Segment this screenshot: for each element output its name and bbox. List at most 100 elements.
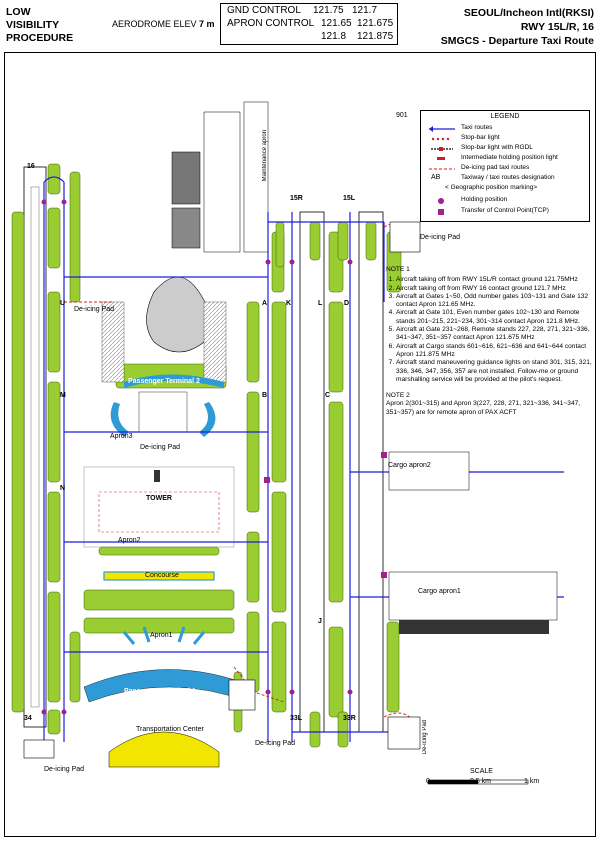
terminal-1-building	[83, 626, 255, 768]
legend-intermediate-holding: Intermediate holding position light	[461, 154, 558, 161]
deicing-pads	[23, 221, 421, 759]
legend-stop-bar-light: Stop-bar light	[461, 134, 500, 141]
runway-16-label: 16	[27, 163, 35, 170]
deicing-routes	[64, 222, 415, 742]
note-2-text: Apron 2(301~315) and Apron 3(227, 228, 2…	[386, 400, 581, 416]
aerodrome-elevation: AERODROME ELEV 7 m	[112, 19, 215, 29]
twy-j-label: J	[318, 618, 322, 625]
note-1-item: Aircraft taking off from RWY 16 contact …	[396, 285, 596, 293]
taxi-routes	[43, 176, 564, 742]
designation-symbol: AB	[431, 174, 441, 181]
note-1-item: Aircraft stand maneuvering guidance ligh…	[396, 359, 596, 384]
note-1-item: Aircraft at Gates 1~50, Odd number gates…	[396, 293, 596, 310]
passenger-terminal-1-label: Passenger Terminal 1	[124, 688, 196, 695]
holding-position-symbol	[438, 198, 444, 204]
gnd-control-label: GND CONTROL	[227, 5, 301, 16]
apron2-label: Apron2	[118, 537, 141, 544]
deicing-route-symbol	[429, 168, 455, 170]
runway-34-label: 34	[24, 715, 32, 722]
elevation-label: AERODROME ELEV	[112, 19, 197, 29]
scale-title: SCALE	[470, 768, 493, 775]
runway-15r-label: 15R	[290, 195, 303, 202]
apron-freq-3: 121.8	[321, 31, 347, 42]
note-1: NOTE 1 Aircraft taking off from RWY 15L/…	[386, 266, 596, 384]
legend-holding-position: Holding position	[461, 196, 508, 203]
twy-k-label: K	[286, 300, 292, 307]
deicing-pad-label-apron3: De-icing Pad	[140, 444, 181, 451]
apron3-label: Apron3	[110, 433, 133, 440]
deicing-pad-label-sw: De-icing Pad	[44, 766, 85, 773]
chart-frame	[4, 52, 596, 837]
note-1-item: Aircraft at Cargo stands 601~616, 621~63…	[396, 343, 596, 360]
scale-bar	[427, 779, 529, 785]
transportation-center-label: Transportation Center	[136, 726, 204, 733]
scale-tick-half: 0.5 km	[470, 778, 492, 785]
apron-2-area	[83, 466, 235, 548]
note-1-item: Aircraft at Gate 101, Even number gates …	[396, 309, 596, 326]
apron1-label: Apron1	[150, 632, 173, 639]
gnd-freq-1: 121.75	[313, 5, 344, 16]
procedure-line-1: LOW	[6, 6, 31, 18]
note-2-title: NOTE 2	[386, 392, 410, 399]
legend-stop-bar-rgdl: Stop-bar light with RGDL	[461, 144, 533, 151]
maintenance-apron	[171, 101, 269, 253]
intermediate-holding-symbol	[437, 157, 445, 160]
chart-header: SEOUL/Incheon Intl(RKSI) RWY 15L/R, 16 S…	[441, 6, 594, 48]
runway-15l-label: 15L	[343, 195, 356, 202]
twy-d-label: D	[344, 300, 350, 307]
twy-a-label: A	[262, 300, 268, 307]
twy-n-label: N	[60, 485, 66, 492]
twy-l-label: L	[318, 300, 323, 307]
legend-taxi-routes: Taxi routes	[461, 124, 493, 131]
runway-designation: RWY 15L/R, 16	[520, 21, 594, 33]
twy-b-label: B	[262, 392, 268, 399]
concourse-label: Concourse	[145, 572, 179, 579]
airport-map	[11, 101, 564, 785]
airport-name: SEOUL/Incheon Intl(RKSI)	[463, 7, 594, 19]
tcp-symbol	[438, 209, 444, 215]
terminal-2-building	[101, 276, 227, 437]
maintenance-apron-label: Maintenance apron	[262, 130, 268, 182]
grass-areas	[11, 163, 402, 748]
twy-c-label: C	[325, 392, 331, 399]
stop-bar-rgdl-symbol	[431, 147, 453, 151]
note-1-list: Aircraft taking off from RWY 15L/R conta…	[386, 276, 596, 384]
legend-geographic-marking: < Geographic position marking>	[445, 184, 538, 191]
gnd-freq-2: 121.7	[352, 5, 378, 16]
note-1-item: Aircraft at Gate 231~268, Remote stands …	[396, 326, 596, 343]
legend: LEGEND Taxi routes Stop-bar light Stop-b…	[420, 110, 590, 222]
frequency-box: GND CONTROL 121.75 121.7 APRON CONTROL 1…	[220, 3, 398, 45]
chart-title: SMGCS - Departure Taxi Route	[440, 35, 594, 47]
scale-tick-1: 1 km	[524, 778, 540, 785]
cargo-apron1-label: Cargo apron1	[418, 588, 461, 595]
twy-m-label: M	[60, 392, 66, 399]
legend-deicing-routes: De-icing pad taxi routes	[461, 164, 530, 171]
twy-u-label: U	[60, 300, 66, 307]
apron-freq-4: 121.875	[357, 31, 394, 42]
note-1-item: Aircraft taking off from RWY 15L/R conta…	[396, 276, 596, 284]
legend-tcp: Transfer of Control Point(TCP)	[461, 207, 549, 214]
runway-15r-33l	[299, 211, 325, 733]
runway-16	[23, 166, 47, 728]
passenger-terminal-2-label: Passenger Terminal 2	[128, 378, 200, 385]
elevation-value: 7 m	[199, 19, 215, 29]
procedure-line-2: VISIBILITY	[6, 19, 60, 31]
tcp-markers	[264, 452, 387, 578]
legend-taxiway-designation: Taxiway / taxi routes designation	[461, 174, 555, 181]
procedure-title: LOW VISIBILITY PROCEDURE	[6, 6, 73, 45]
deicing-pad-label-se: De-icing Pad	[422, 720, 428, 755]
scale-tick-0: 0	[426, 778, 430, 785]
stop-bar-light-symbol	[431, 137, 450, 141]
deicing-pad-label-ne: De-icing Pad	[420, 234, 461, 241]
tower-label: TOWER	[146, 495, 172, 502]
deicing-pad-label-t2: De-icing Pad	[74, 306, 115, 313]
procedure-line-3: PROCEDURE	[6, 32, 74, 44]
taxi-route-symbol	[429, 126, 455, 132]
note-2: NOTE 2 Apron 2(301~315) and Apron 3(227,…	[386, 392, 596, 417]
apron-control-label: APRON CONTROL	[227, 18, 315, 29]
stand-901-label: 901	[396, 112, 408, 119]
runway-33r-label: 33R	[343, 715, 356, 722]
runway-33l-label: 33L	[290, 715, 303, 722]
cargo-apron-area	[388, 451, 558, 634]
deicing-pad-label-south: De-icing Pad	[255, 740, 296, 747]
